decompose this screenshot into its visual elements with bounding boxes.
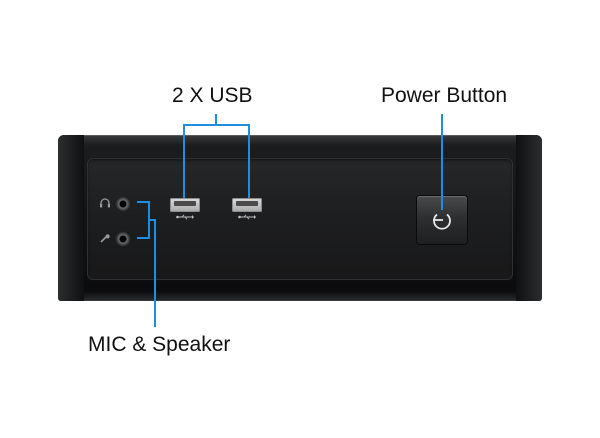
headphone-icon: [100, 198, 110, 208]
power-icon: [433, 213, 451, 230]
mic-speaker-callout-label: MIC & Speaker: [88, 333, 231, 356]
audio-leader-line: [137, 201, 156, 327]
power-button-callout-label: Power Button: [381, 84, 508, 107]
usb-icon: [176, 214, 194, 220]
usb-port-2[interactable]: [232, 198, 262, 212]
usb-port-1[interactable]: [170, 198, 200, 212]
usb-icon: [238, 214, 256, 220]
usb-callout-label: 2 X USB: [172, 84, 253, 107]
microphone-jack[interactable]: [115, 231, 131, 247]
headphone-jack[interactable]: [115, 196, 131, 212]
usb-leader-line: [183, 114, 250, 198]
microphone-icon: [100, 234, 110, 243]
